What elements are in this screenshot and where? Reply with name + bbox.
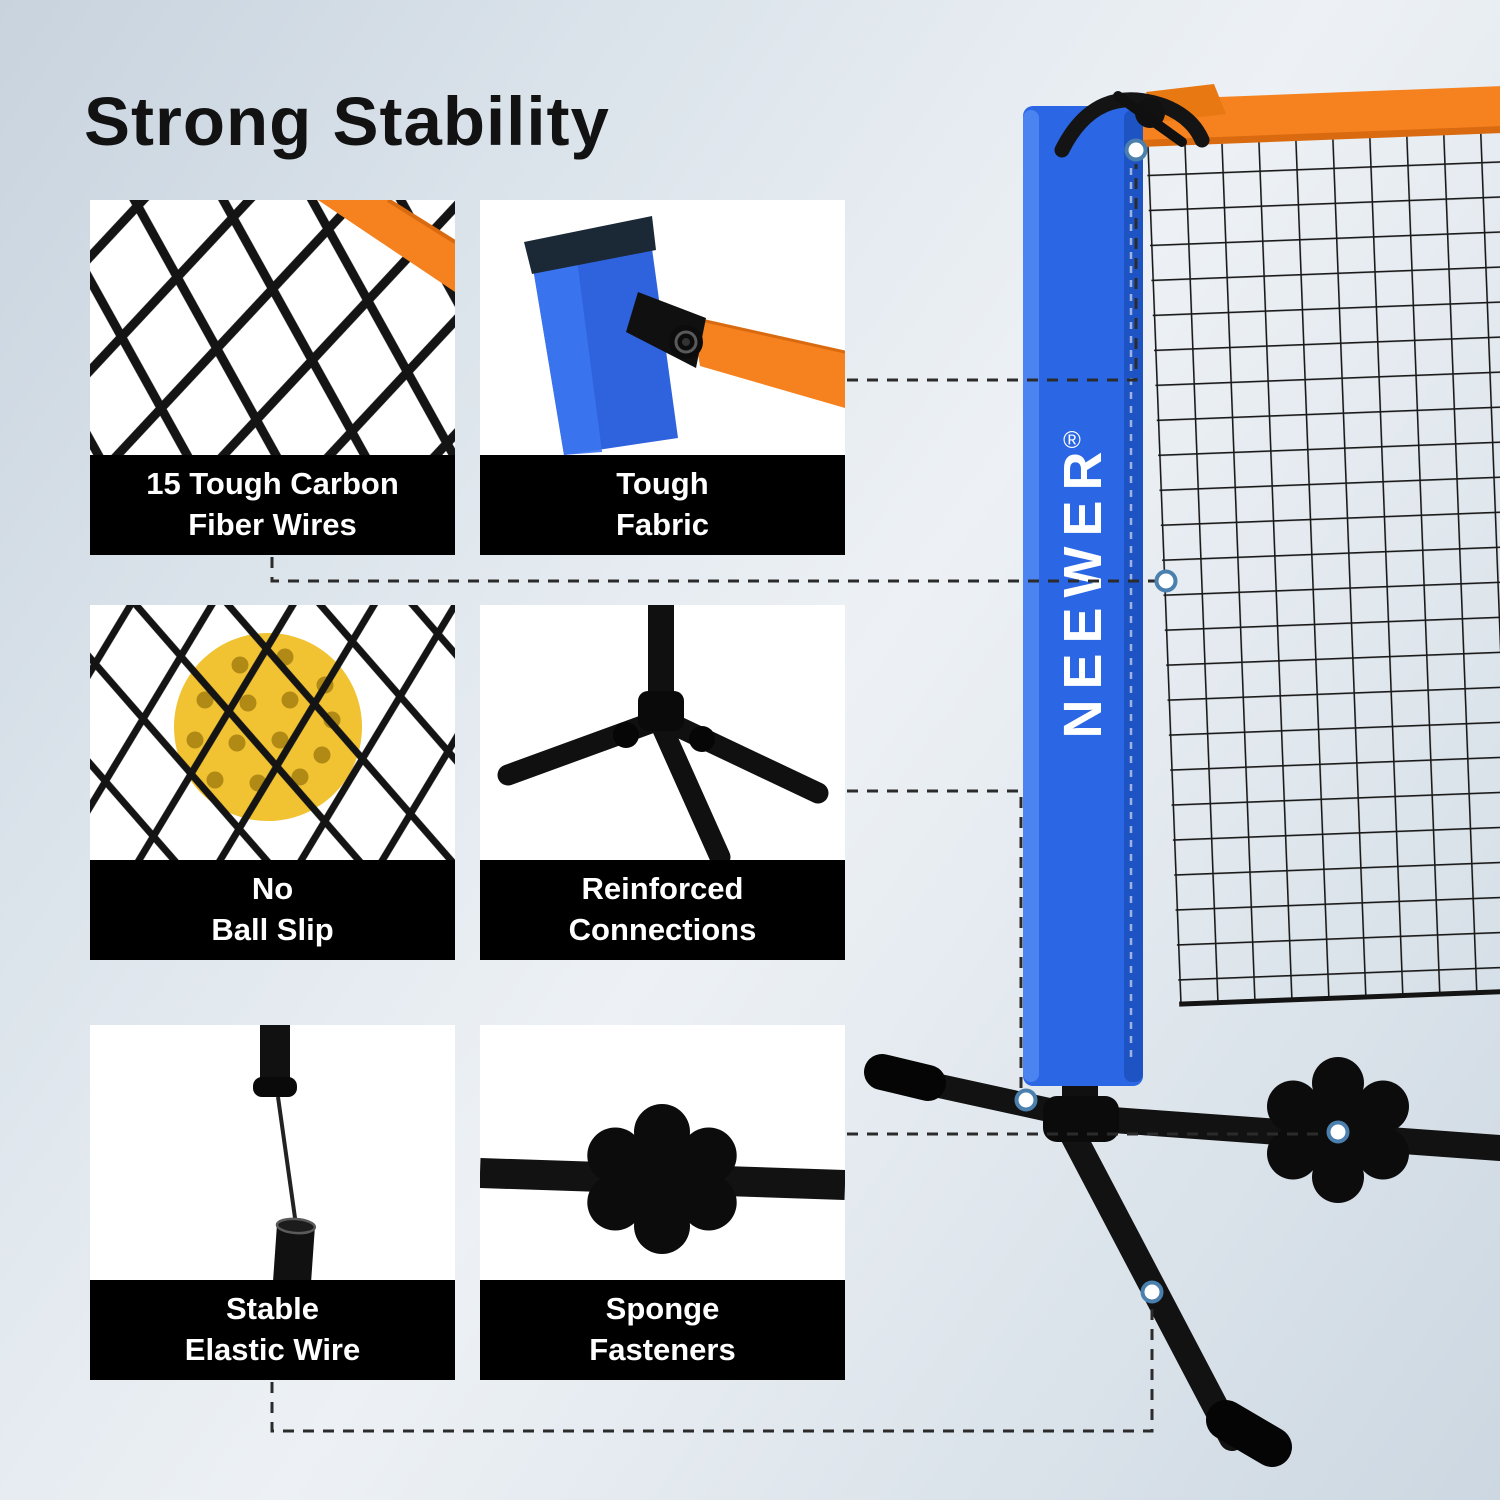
orange-strap-edge [691, 316, 845, 354]
joint-hinge-right [689, 726, 715, 752]
front-leg-foot [1206, 1400, 1292, 1467]
tripod-base [864, 1054, 1500, 1467]
feature-label: Reinforced Connections [480, 860, 845, 960]
feature-label-line2: Ball Slip [211, 912, 334, 947]
brand-registered-mark: ® [1063, 427, 1081, 454]
page-title: Strong Stability [84, 83, 610, 160]
grommet-ring [674, 330, 698, 354]
marker-dot [1014, 1088, 1038, 1112]
sponge-fastener-on-bar [1267, 1057, 1409, 1203]
marker-dot [1124, 138, 1148, 162]
feature-label-line2: Connections [568, 912, 757, 947]
base-joint [1043, 1096, 1119, 1142]
feature-label: No Ball Slip [90, 860, 455, 960]
feature-image-sponge-fastener [480, 1025, 845, 1280]
feature-label: Sponge Fasteners [480, 1280, 845, 1380]
upper-pole-segment [260, 1025, 290, 1083]
feature-image-tripod-joint [480, 605, 845, 860]
feature-image-carbon-fiber-net [90, 200, 455, 455]
net-assembly [1126, 85, 1500, 1007]
feature-label-line1: Reinforced [581, 871, 744, 907]
net-over-ball [90, 605, 455, 860]
elastic-wire [276, 1096, 298, 1226]
upper-pole-cap [253, 1077, 297, 1097]
feature-label-line1: No [251, 871, 294, 907]
grommet-hole [682, 338, 690, 346]
tie-strap-2 [1113, 91, 1187, 147]
top-band-edge [1128, 125, 1500, 148]
feature-label-line2: Elastic Wire [184, 1332, 361, 1367]
feature-label-line2: Fiber Wires [188, 507, 357, 542]
feature-tile-stable-elastic-wire: Stable Elastic Wire [90, 1025, 455, 1380]
fabric-fold-edge [524, 216, 656, 274]
orange-band-edge [386, 200, 455, 244]
feature-tile-no-ball-slip: No Ball Slip [90, 605, 455, 960]
blue-fabric-highlight [532, 252, 602, 455]
feature-label: Tough Fabric [480, 455, 845, 555]
front-leg [1053, 1109, 1245, 1451]
tube-opening [275, 1217, 317, 1235]
connector-carbon-fiber [270, 557, 1158, 583]
feature-image-ball-in-net [90, 605, 455, 860]
top-tie-knot [1054, 84, 1226, 158]
feature-label: 15 Tough Carbon Fiber Wires [90, 455, 455, 555]
feature-label-line2: Fabric [615, 507, 710, 542]
joint-collar [638, 691, 684, 731]
feature-image-elastic-wire [90, 1025, 455, 1280]
connector-lines [270, 164, 1320, 1433]
feature-label-line2: Fasteners [589, 1332, 736, 1367]
sponge-fastener-icon [587, 1104, 737, 1254]
net-post: NEEWER ® [1023, 106, 1143, 1086]
orange-band-corner [318, 200, 455, 292]
joint-pole [648, 605, 674, 703]
post-shadow [1124, 110, 1143, 1082]
post-highlight [1023, 110, 1039, 1082]
post-sleeve [1023, 106, 1143, 1086]
connector-tough-fabric [847, 164, 1138, 382]
net-mesh [1146, 132, 1500, 1005]
feature-label-line1: 15 Tough Carbon [146, 466, 399, 502]
left-arm-cap [864, 1054, 946, 1101]
joint-hinge-left [613, 722, 639, 748]
feature-tile-tough-fabric: Tough Fabric [480, 200, 845, 555]
feature-label-line1: Tough [616, 466, 709, 502]
feature-label: Stable Elastic Wire [90, 1280, 455, 1380]
brand-logo-text: NEEWER [1053, 441, 1113, 738]
feature-label-line1: Stable [225, 1291, 320, 1327]
feature-image-fabric-strap [480, 200, 845, 455]
net-bottom-cord [1179, 987, 1500, 1007]
feature-tile-sponge-fasteners: Sponge Fasteners [480, 1025, 845, 1380]
feature-label-line1: Sponge [605, 1291, 720, 1327]
feature-tile-reinforced-connections: Reinforced Connections [480, 605, 845, 960]
marker-dot [1326, 1120, 1350, 1144]
lower-pole-segment [273, 1217, 317, 1280]
marker-dot [1140, 1280, 1164, 1304]
connector-reinforced [847, 789, 1023, 1092]
connector-elastic-wire [270, 1304, 1154, 1433]
joint-front-leg [650, 714, 731, 860]
orange-strap [692, 318, 845, 408]
marker-dot [1154, 569, 1178, 593]
marker-dots [1014, 138, 1350, 1304]
feature-tile-carbon-fiber-wires: 15 Tough Carbon Fiber Wires [90, 200, 455, 555]
